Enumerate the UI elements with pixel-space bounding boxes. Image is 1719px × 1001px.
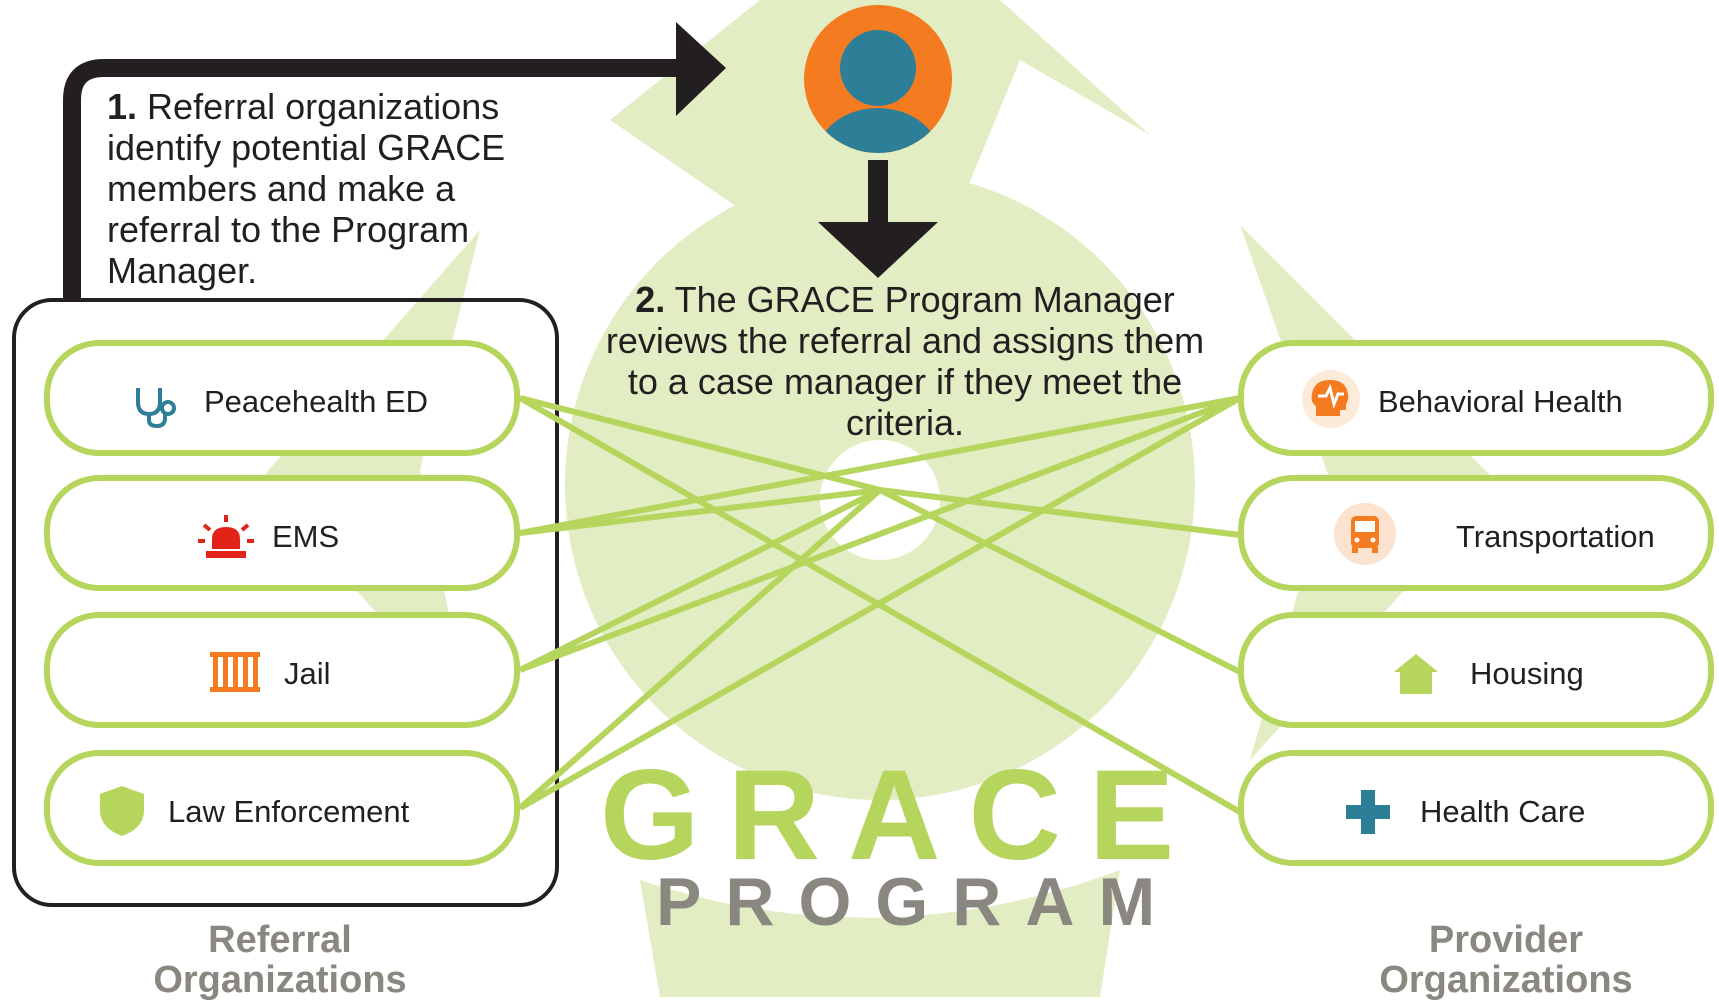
- connector-line: [879, 487, 1241, 538]
- shield-icon: [100, 786, 144, 836]
- referral-org-peacehealth-ed: Peacehealth ED: [44, 340, 520, 456]
- connector-lines: [518, 395, 1242, 815]
- step2-number: 2.: [635, 279, 666, 320]
- provider-org-behavioral-health: Behavioral Health: [1238, 340, 1714, 456]
- logo-program: PROGRAM: [656, 864, 1180, 940]
- provider-caption-line1: Provider: [1428, 919, 1584, 961]
- referral-org-law-enforcement: Law Enforcement: [44, 750, 520, 866]
- assign-arrow-shaft: [868, 160, 888, 235]
- connector-line: [518, 487, 882, 673]
- logo-grace: GRACE: [600, 744, 1203, 887]
- connector-line: [519, 487, 881, 536]
- referral-org-ems: EMS: [44, 475, 520, 591]
- provider-org-label: Transportation: [1456, 519, 1655, 554]
- siren-icon: [198, 515, 254, 558]
- program-manager-avatar: [804, 5, 952, 153]
- provider-org-health-care: Health Care: [1238, 750, 1714, 866]
- jail-bars-icon: [210, 652, 260, 692]
- stethoscope-icon: [136, 388, 176, 429]
- connector-line: [518, 395, 1242, 673]
- provider-org-label: Health Care: [1420, 794, 1586, 829]
- bus-icon: [1334, 503, 1396, 565]
- house-icon: [1394, 654, 1438, 694]
- connector-line: [519, 395, 881, 493]
- provider-org-label: Behavioral Health: [1378, 384, 1623, 419]
- assign-arrowhead: [818, 222, 938, 278]
- step1-description: 1. Referral organizations identify poten…: [107, 86, 577, 291]
- head-pulse-icon: [1302, 370, 1360, 428]
- background-ring: [564, 170, 1195, 800]
- referral-caption-line1: Referral: [208, 919, 352, 961]
- connector-line: [518, 487, 882, 811]
- referral-arrow: [63, 59, 690, 300]
- provider-caption-line2: Organizations: [1379, 959, 1633, 1001]
- referral-org-label: Law Enforcement: [168, 794, 410, 829]
- medical-cross-icon: [1346, 790, 1390, 834]
- connector-line: [518, 395, 1242, 811]
- step2-text: The GRACE Program Manager reviews the re…: [605, 279, 1205, 443]
- step1-number: 1.: [107, 86, 138, 127]
- referral-group-box: [12, 298, 559, 907]
- referral-org-label: EMS: [272, 519, 340, 554]
- referral-org-jail: Jail: [44, 612, 520, 728]
- referral-arrowhead: [676, 22, 726, 116]
- provider-organizations-caption: Provider Organizations: [1326, 920, 1686, 1000]
- step2-description: 2. The GRACE Program Manager reviews the…: [600, 279, 1210, 443]
- connector-line: [519, 395, 1241, 536]
- referral-caption-line2: Organizations: [153, 959, 407, 1001]
- provider-org-label: Housing: [1470, 656, 1584, 691]
- referral-org-label: Peacehealth ED: [204, 384, 429, 419]
- referral-organizations-caption: Referral Organizations: [100, 920, 460, 1000]
- provider-org-transportation: Transportation: [1238, 475, 1714, 591]
- connector-line: [878, 487, 1242, 675]
- provider-org-housing: Housing: [1238, 612, 1714, 728]
- background-arc-bottom: [640, 870, 1120, 997]
- step1-text: Referral organizations identify potentia…: [107, 86, 506, 291]
- referral-org-label: Jail: [284, 656, 331, 691]
